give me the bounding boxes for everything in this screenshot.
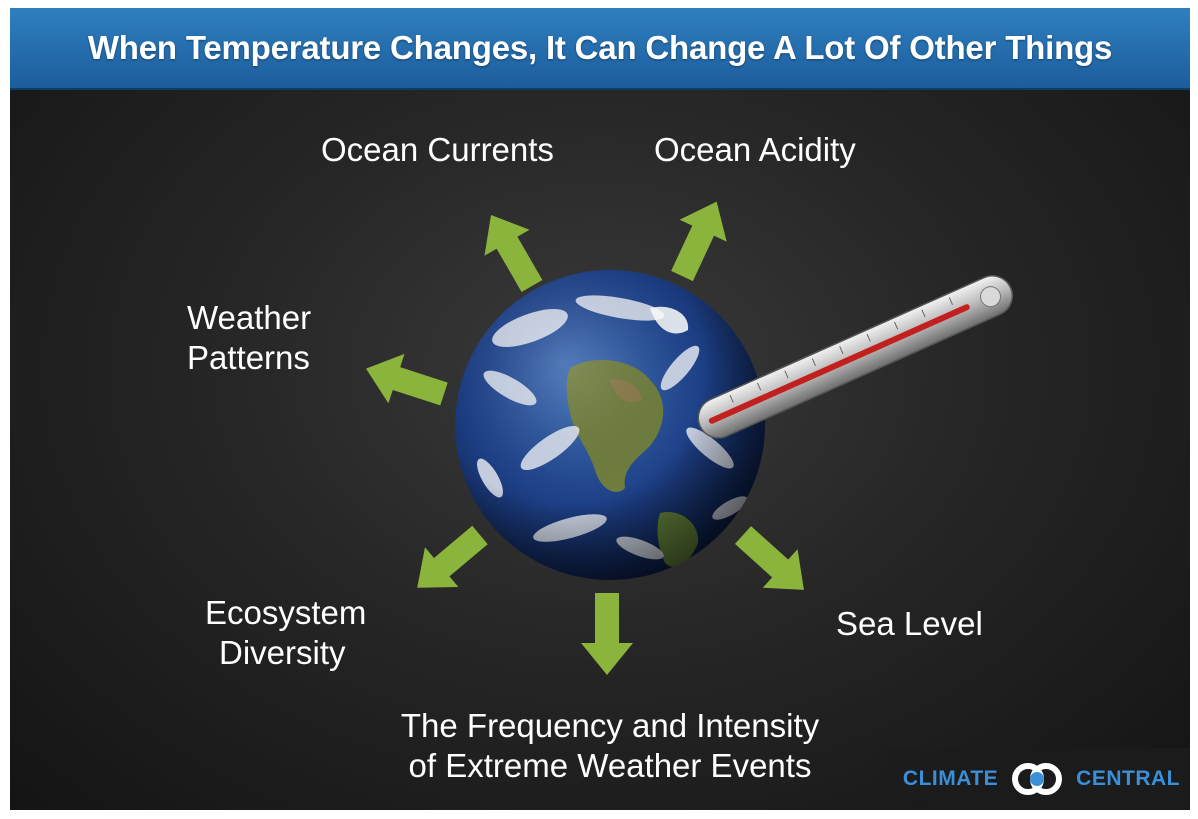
- label-ecosystem-line2: Diversity: [219, 634, 346, 671]
- infographic-frame: When Temperature Changes, It Can Change …: [10, 8, 1190, 810]
- label-ocean-currents: Ocean Currents: [321, 131, 554, 168]
- climate-central-logo: CLIMATE CENTRAL: [860, 748, 1190, 810]
- arrow-ocean-currents: [484, 214, 543, 292]
- page-title: When Temperature Changes, It Can Change …: [87, 29, 1113, 66]
- label-ecosystem-line1: Ecosystem: [205, 594, 367, 631]
- label-extreme-line1: The Frequency and Intensity: [400, 707, 820, 744]
- label-ecosystem-diversity: Ecosystem Diversity: [205, 593, 366, 673]
- label-extreme-line2: of Extreme Weather Events: [408, 747, 812, 784]
- label-extreme-weather: The Frequency and Intensity of Extreme W…: [380, 706, 840, 786]
- arrow-extreme-weather: [581, 593, 633, 675]
- arrow-weather-patterns: [366, 353, 448, 406]
- title-banner: When Temperature Changes, It Can Change …: [10, 8, 1190, 90]
- thermometer-icon: [697, 275, 1014, 439]
- arrow-sea-level: [734, 526, 804, 590]
- earth-globe-icon: [455, 270, 765, 580]
- logo-word-central: CENTRAL: [1076, 767, 1180, 790]
- label-weather-patterns-line1: Weather: [187, 299, 312, 336]
- arrow-ocean-acidity: [671, 201, 727, 282]
- label-ocean-acidity: Ocean Acidity: [654, 131, 856, 168]
- diagram-graphics: [366, 201, 1014, 675]
- label-sea-level: Sea Level: [836, 605, 983, 642]
- logo-word-climate: CLIMATE: [902, 767, 999, 790]
- label-weather-patterns-line2: Patterns: [187, 339, 310, 376]
- climate-central-rings-icon: [1012, 763, 1063, 795]
- label-weather-patterns: Weather Patterns: [187, 298, 311, 378]
- arrow-ecosystem-diversity: [417, 525, 488, 588]
